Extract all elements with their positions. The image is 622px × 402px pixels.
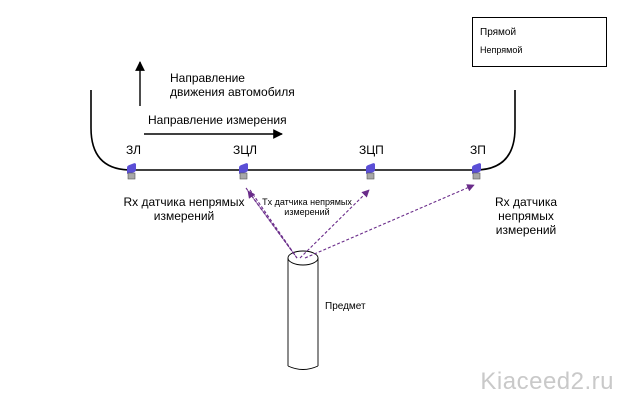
path-object-to-zcl [247,190,298,259]
legend [472,17,607,67]
path-object-to-zcp [299,189,370,259]
object-label: Предмет [325,301,366,312]
vehicle-direction-label: Направление движения автомобиля [170,71,295,99]
indirect-paths [245,184,475,259]
sensor-left-label: ЗЛ [126,143,141,157]
path-zcl-to-object [249,189,296,256]
legend-direct-label: Прямой [480,27,517,38]
rx-left-label: Rx датчика непрямых измерений [123,195,245,223]
bumper-outline [90,90,516,171]
sensor-center-left-icon [239,163,248,180]
sensor-center-right-icon [366,163,375,180]
sensor-right-icon [472,163,481,180]
watermark: Kiaceed2.ru [480,368,614,395]
path-object-to-zp [304,184,475,259]
sensor-center-left-label: ЗЦЛ [233,143,257,157]
sensor-left-icon [127,163,136,180]
sensor-center-right-label: ЗЦП [359,143,384,157]
path-tx-to-object [245,187,298,259]
legend-indirect-label: Непрямой [480,45,523,55]
tx-center-label: Tx датчика непрямых измерений [262,197,352,218]
object-cylinder [287,250,319,370]
rx-right-label: Rx датчика непрямых измерений [494,195,558,237]
sensor-right-label: ЗП [470,143,486,157]
measurement-direction-label: Направление измерения [148,113,287,127]
